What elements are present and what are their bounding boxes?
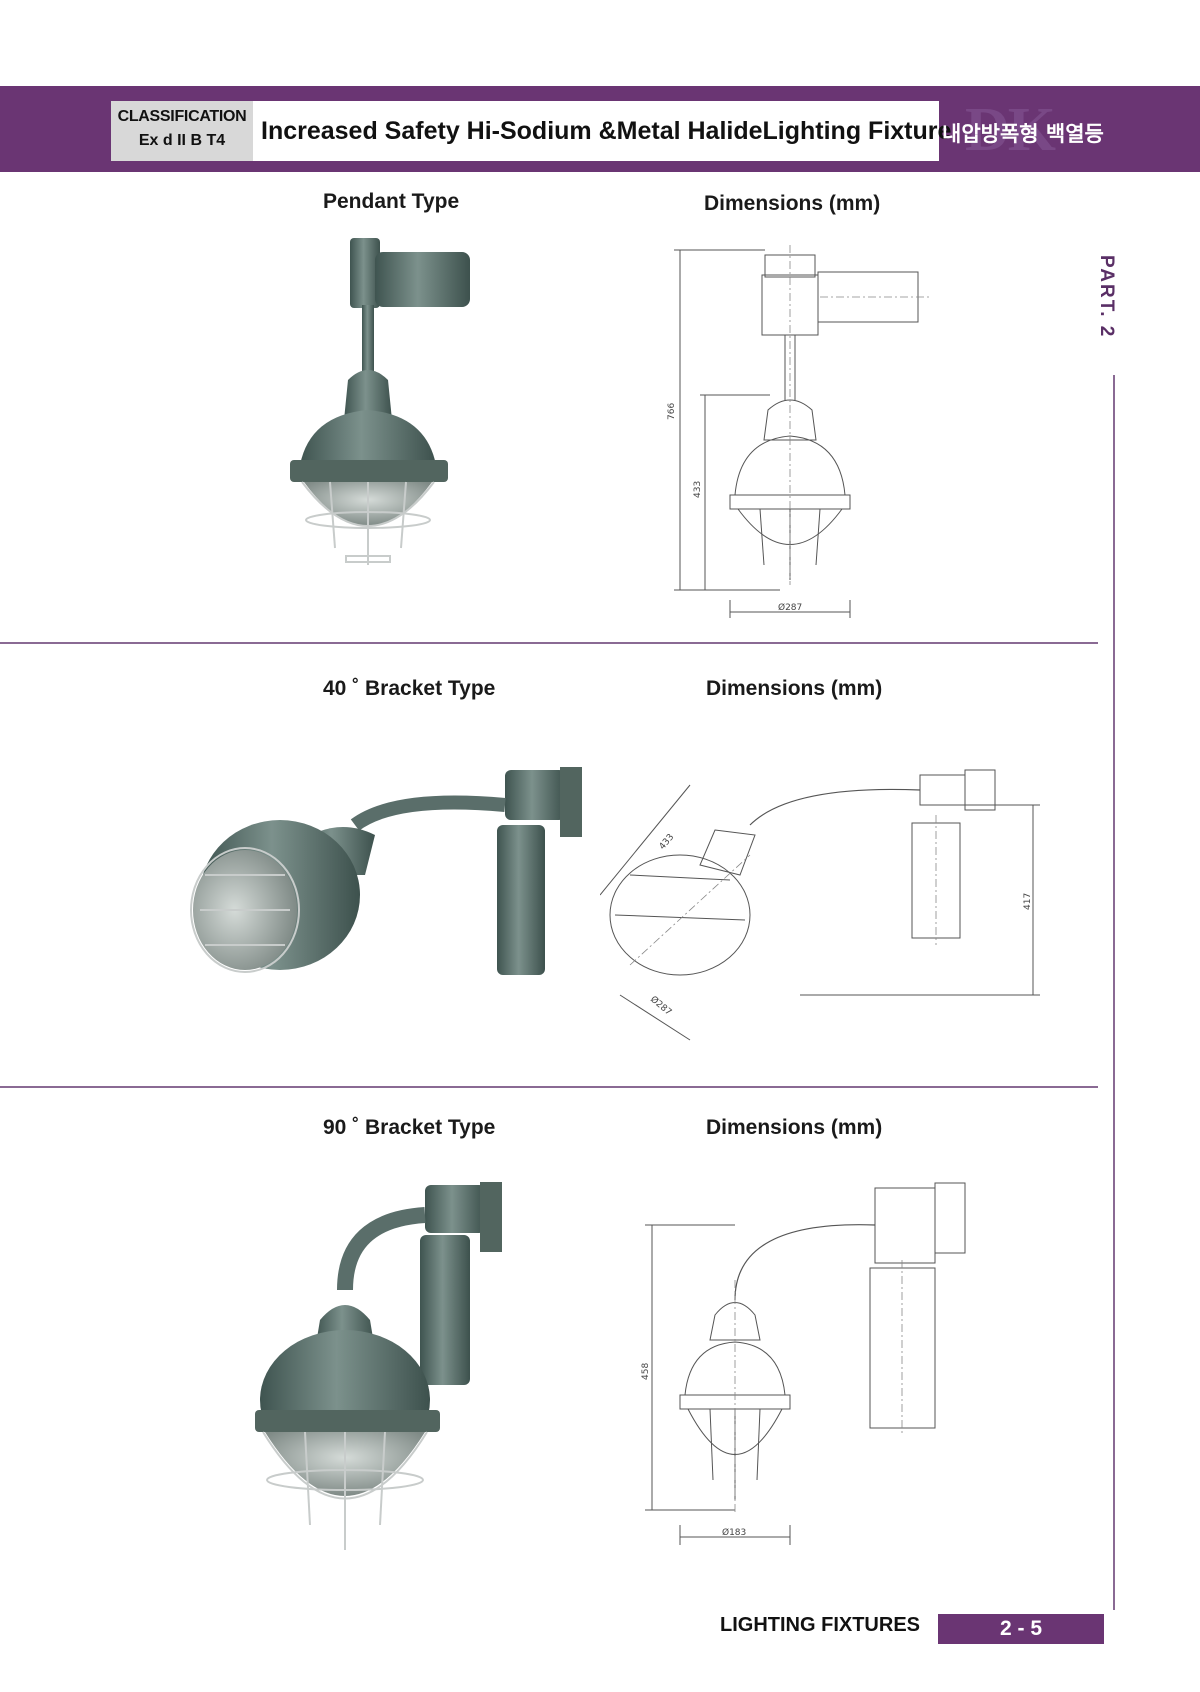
section-divider <box>0 1086 1098 1088</box>
bracket-90-fixture-photo <box>255 1182 502 1550</box>
section-divider <box>0 642 1098 644</box>
pendant-fixture-photo <box>290 238 470 565</box>
pendant-dimension-drawing: 766 433 Ø287 <box>667 245 930 618</box>
brand-watermark-logo: DK <box>965 96 1056 164</box>
dim-globe-length: 433 <box>658 832 677 852</box>
pendant-type-heading: Pendant Type <box>323 190 460 213</box>
bracket-90-dimension-drawing: 458 Ø183 <box>641 1182 966 1545</box>
footer-section-label: LIGHTING FIXTURES <box>720 1614 920 1636</box>
dim-overall-height: 458 <box>641 1363 651 1380</box>
dim-diameter: Ø183 <box>722 1527 746 1538</box>
pendant-dimensions-heading: Dimensions (mm) <box>704 192 881 215</box>
page-title-korean: 내압방폭형 백열등 <box>942 122 1104 146</box>
dim-overall-height: 417 <box>1023 893 1033 910</box>
bracket-90-dimensions-heading: Dimensions (mm) <box>706 1116 883 1139</box>
part-tab-label: PART. 2 <box>1096 255 1117 339</box>
page-number: 2 - 5 <box>938 1614 1104 1644</box>
page-title: Increased Safety Hi-Sodium &Metal Halide… <box>253 101 951 161</box>
dim-diameter: Ø287 <box>778 602 802 613</box>
dim-diameter: Ø287 <box>648 994 674 1018</box>
dim-globe-height: 433 <box>693 481 703 498</box>
classification-code: Ex d II B T4 <box>138 132 226 149</box>
bracket-40-dimensions-heading: Dimensions (mm) <box>706 677 883 700</box>
bracket-40-heading: 40 ˚ Bracket Type <box>323 677 496 700</box>
classification-box: CLASSIFICATION Ex d II B T4 <box>111 101 253 161</box>
bracket-40-fixture-photo <box>190 767 582 975</box>
side-divider <box>1113 375 1115 1610</box>
bracket-40-dimension-drawing: 433 417 Ø287 <box>600 769 1040 1041</box>
classification-label: CLASSIFICATION <box>117 108 247 125</box>
bracket-90-heading: 90 ˚ Bracket Type <box>323 1116 496 1139</box>
dim-overall-height: 766 <box>667 403 677 420</box>
